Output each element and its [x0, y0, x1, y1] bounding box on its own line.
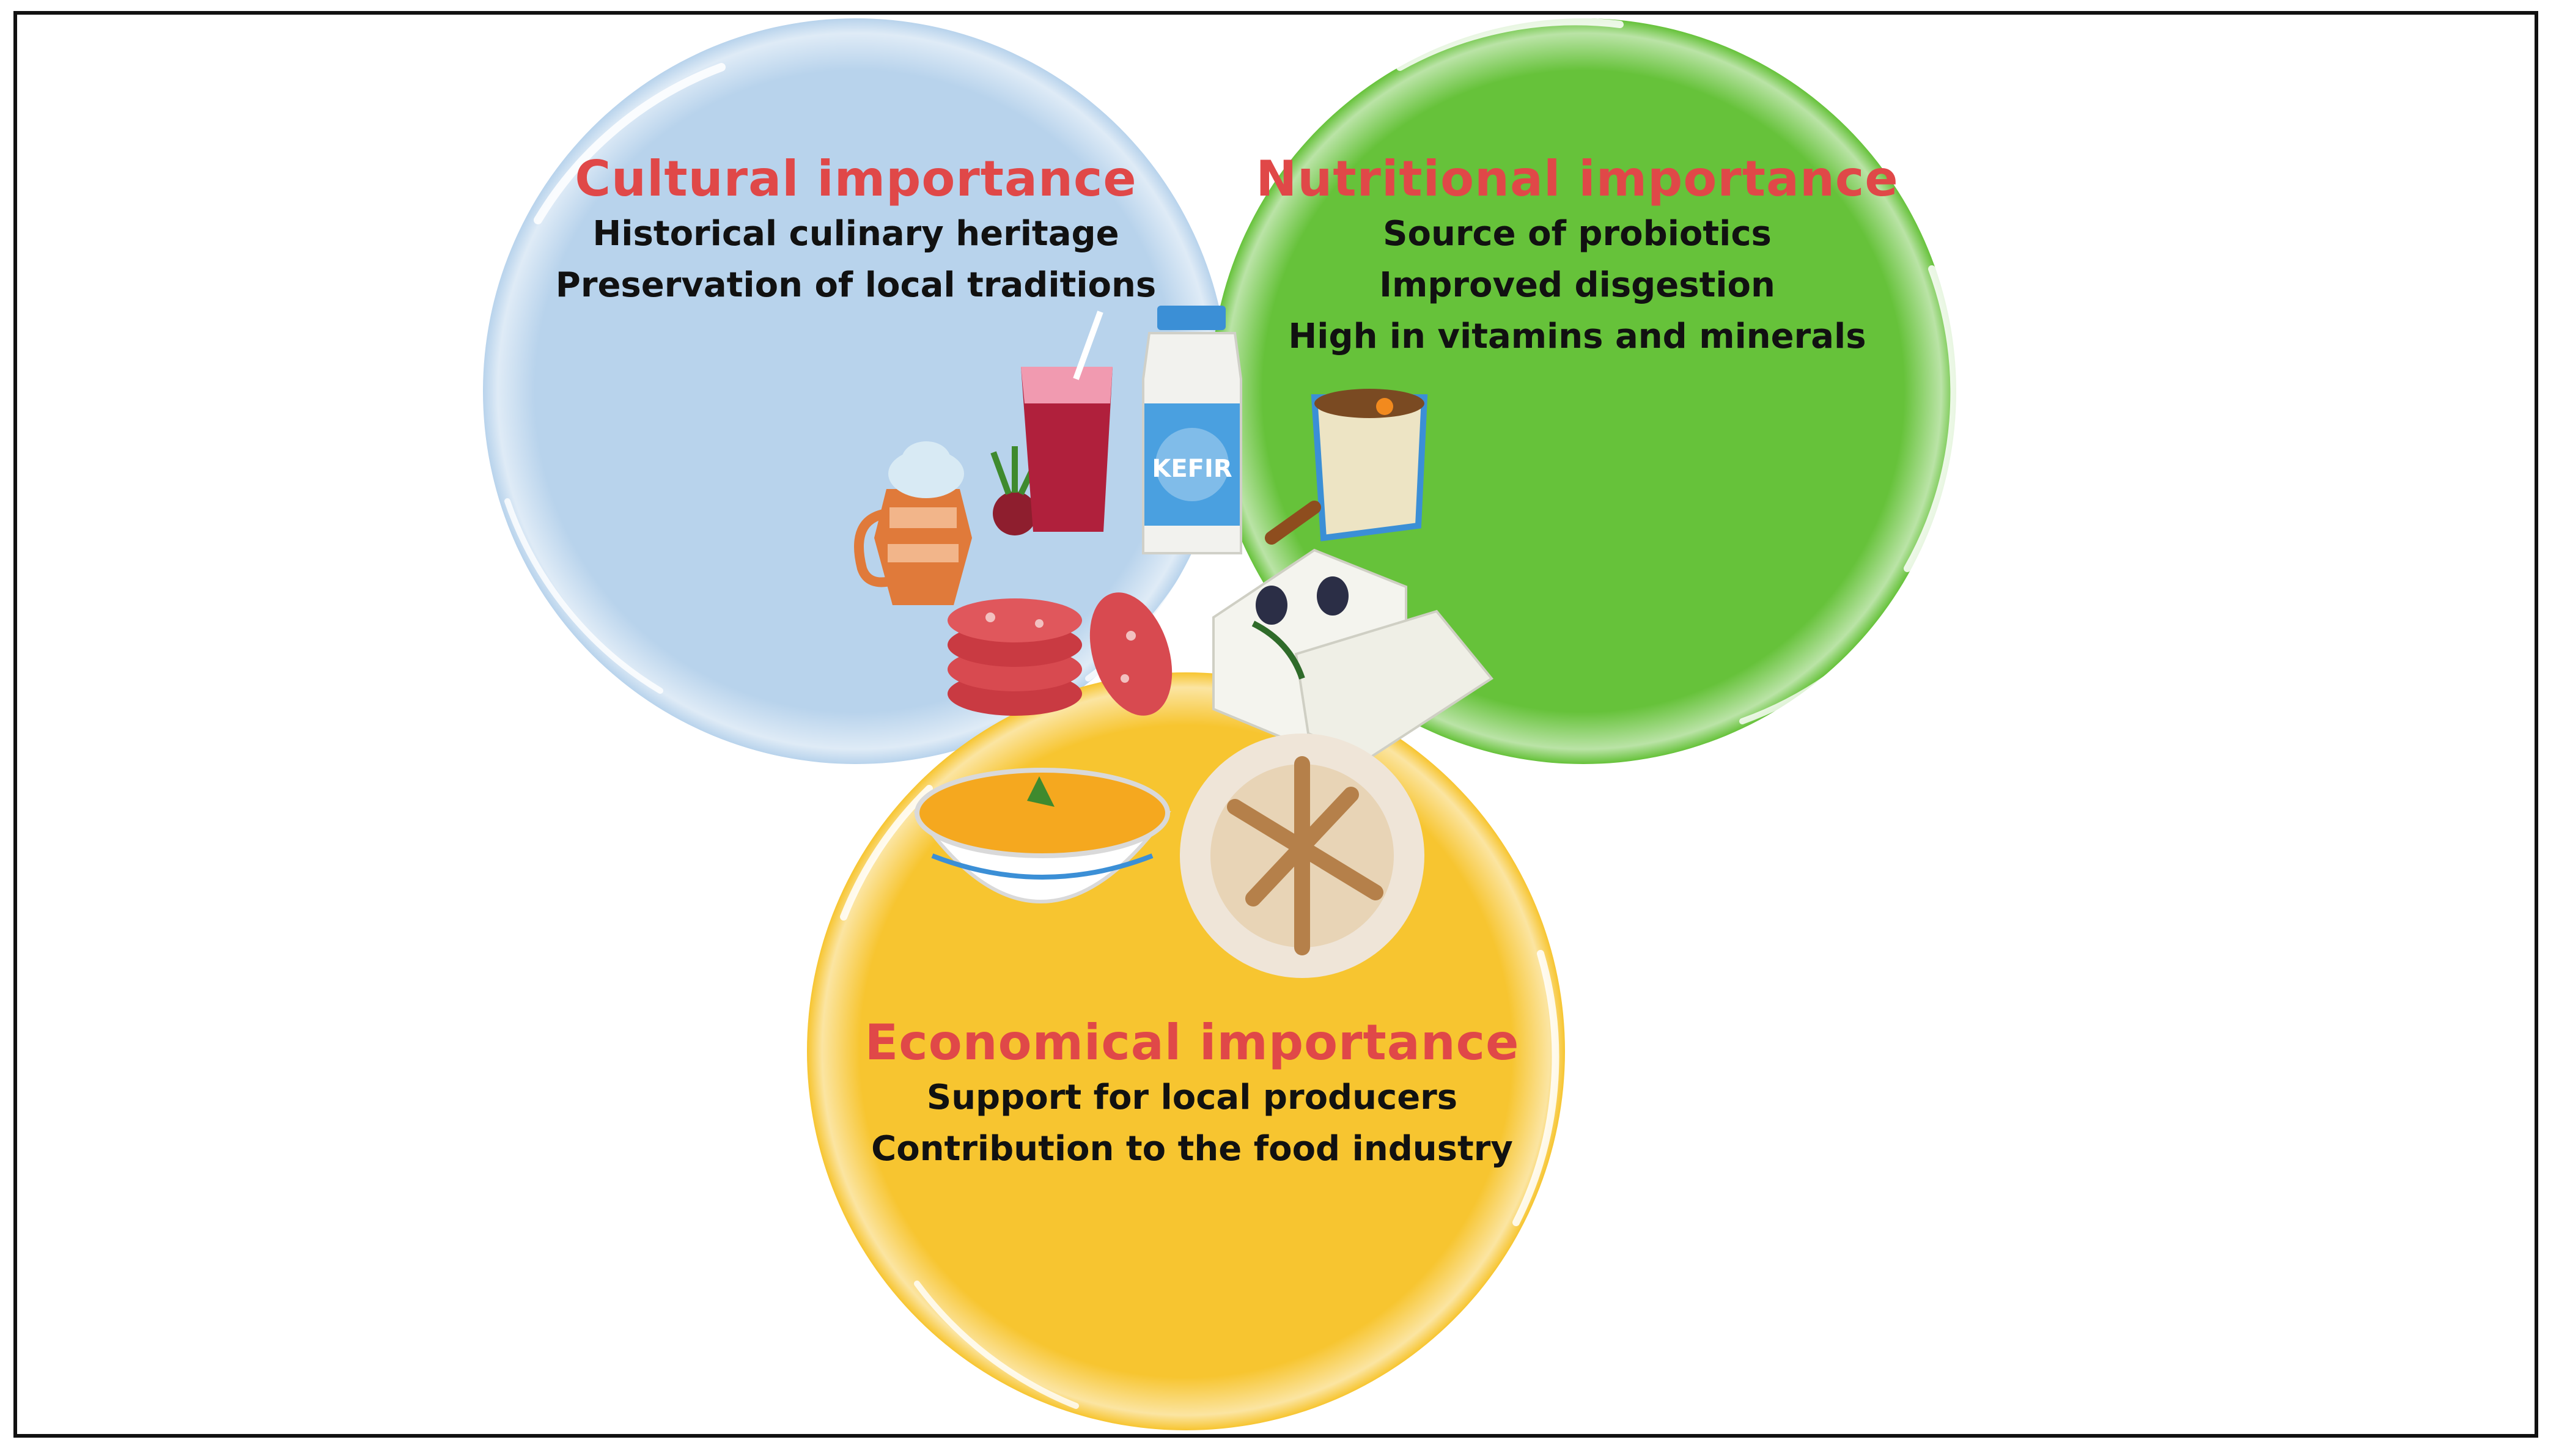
kefir-bottle-icon: KEFIR [1143, 306, 1241, 553]
nutritional-text-block: Nutritional importance Source of probiot… [1247, 150, 1907, 362]
pastry-icon [1180, 734, 1424, 978]
cultural-title: Cultural importance [550, 150, 1162, 208]
cultural-text-block: Cultural importance Historical culinary … [550, 150, 1162, 311]
economical-text-block: Economical importance Support for local … [844, 1013, 1541, 1175]
economical-title: Economical importance [844, 1013, 1541, 1072]
cultural-item: Preservation of local traditions [550, 260, 1162, 311]
nutritional-item: Improved disgestion [1247, 260, 1907, 311]
nutritional-item: Source of probiotics [1247, 208, 1907, 260]
nutritional-title: Nutritional importance [1247, 150, 1907, 208]
nutritional-item: High in vitamins and minerals [1247, 311, 1907, 362]
economical-item: Contribution to the food industry [844, 1123, 1541, 1175]
cultural-item: Historical culinary heritage [550, 208, 1162, 260]
economical-item: Support for local producers [844, 1072, 1541, 1123]
kefir-label: KEFIR [1152, 455, 1232, 483]
